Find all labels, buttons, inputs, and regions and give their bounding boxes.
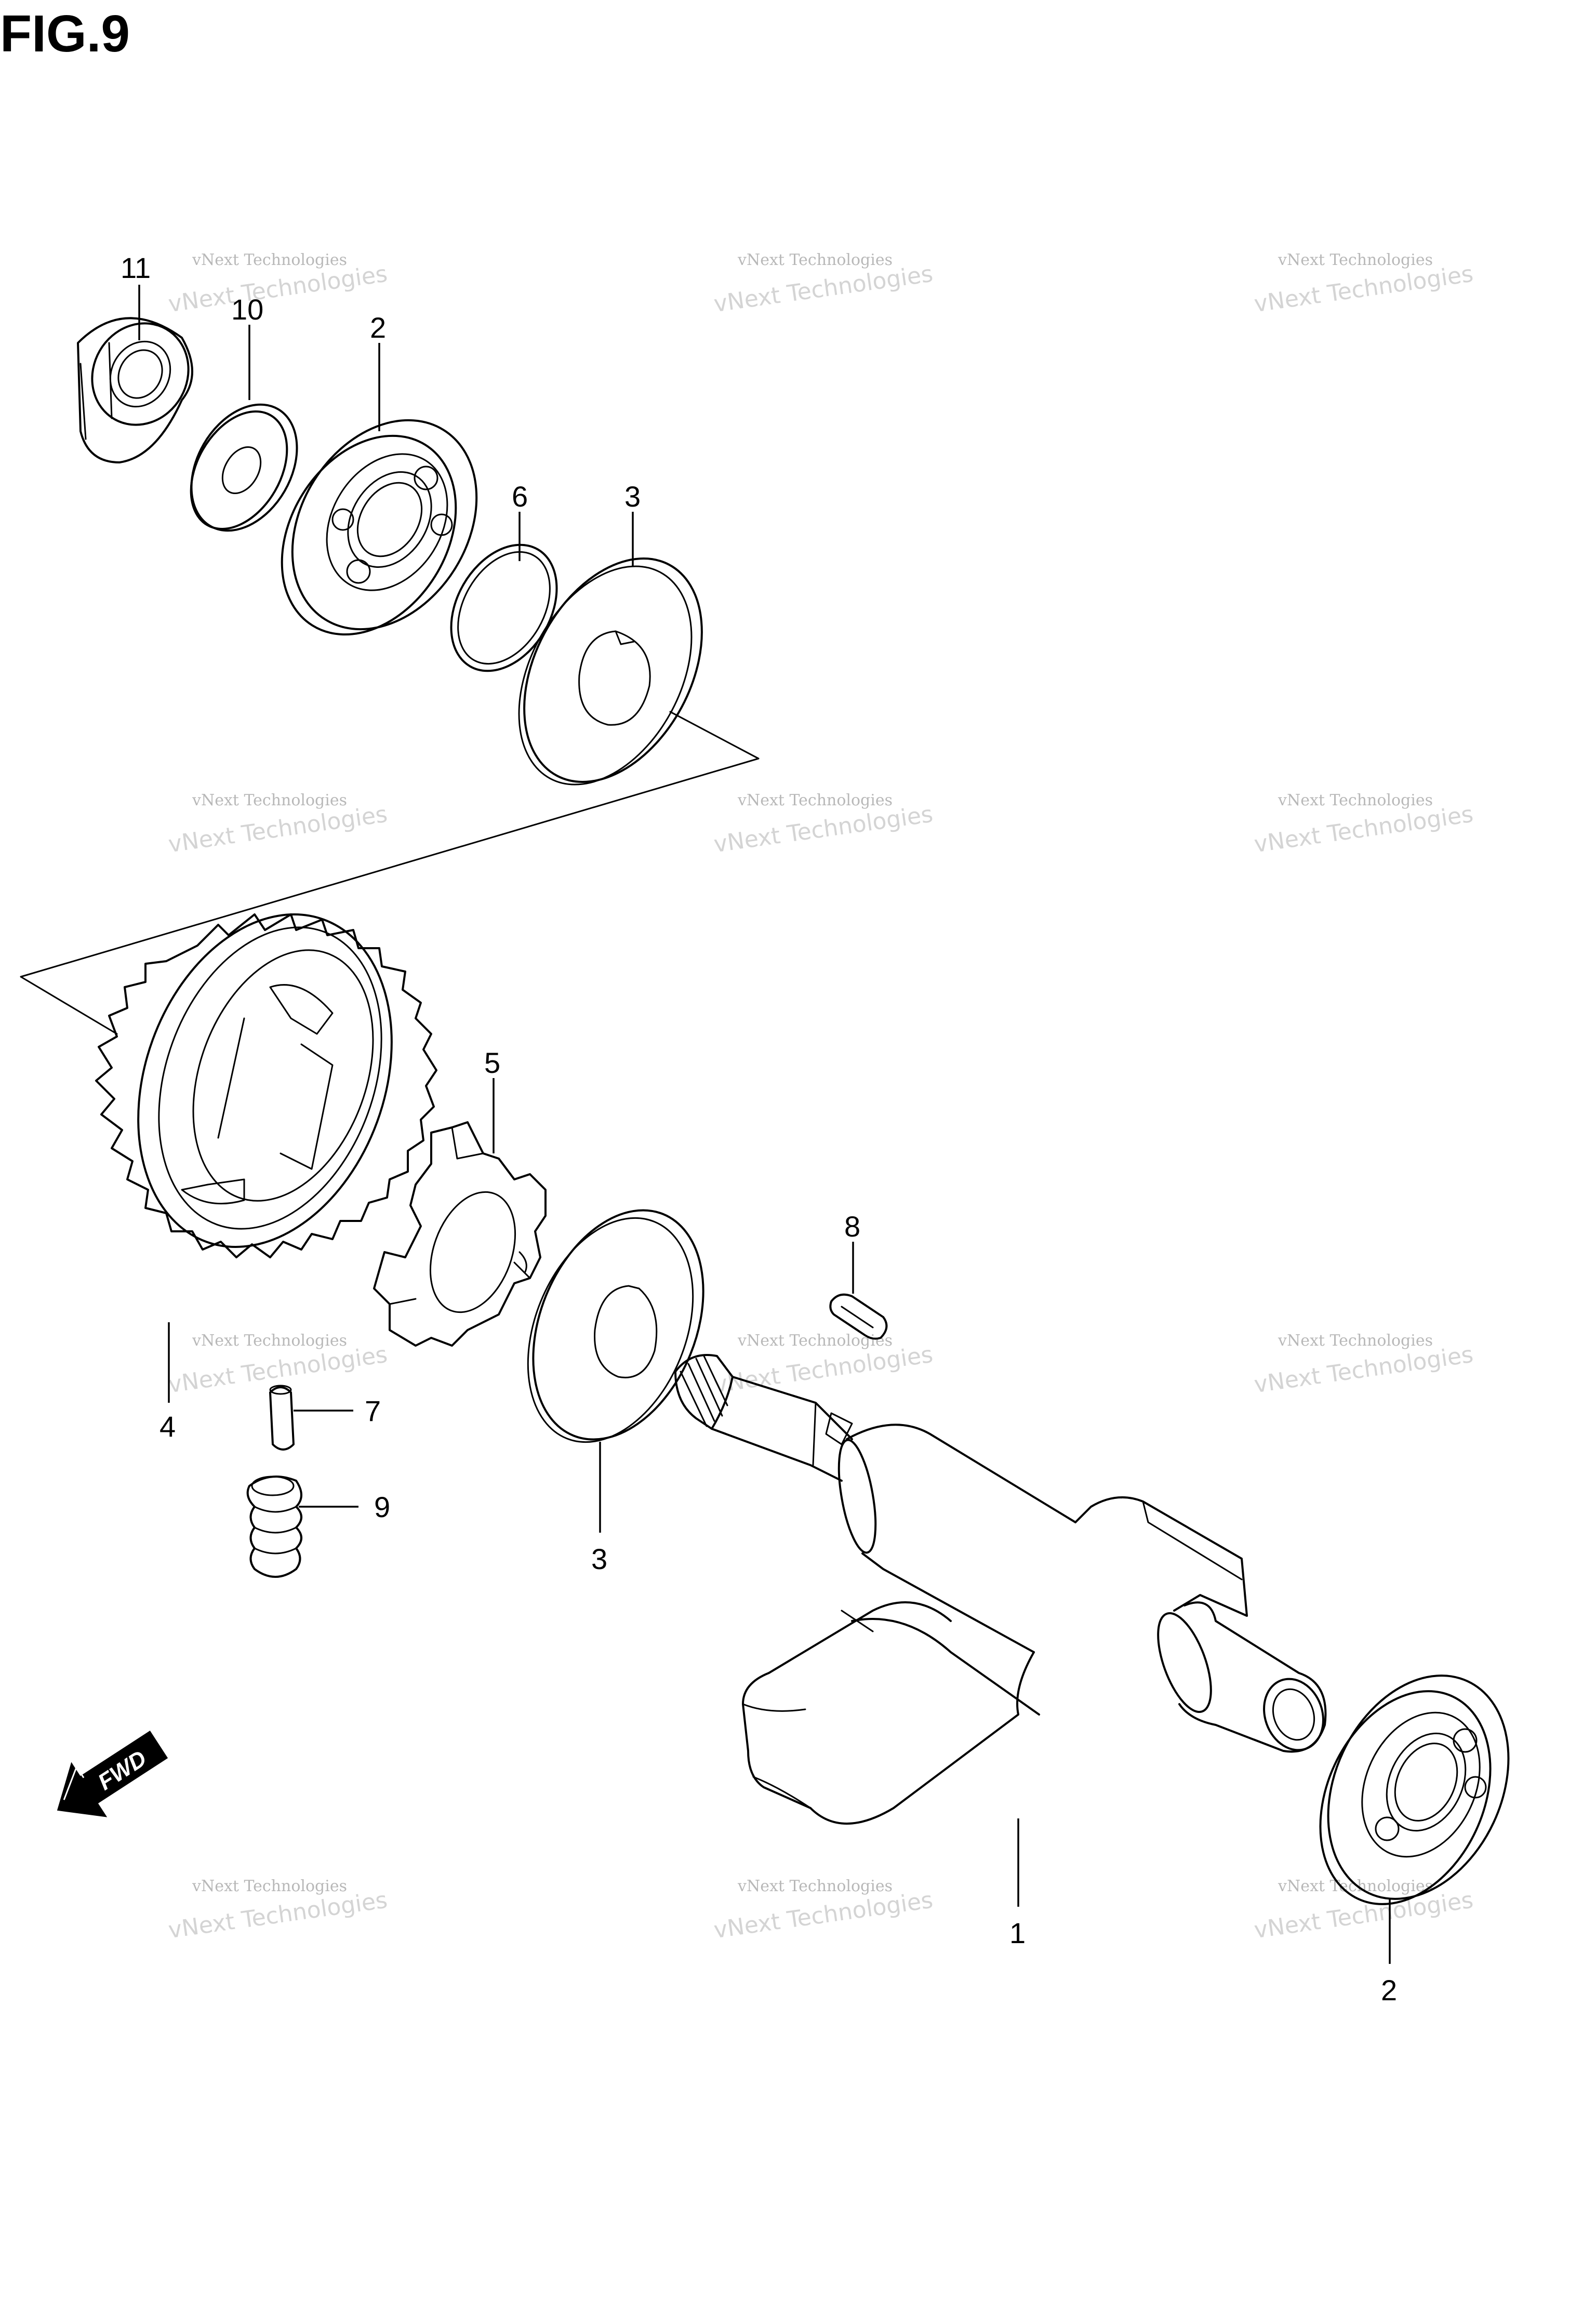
part-washer-upper xyxy=(518,557,703,786)
watermark: vNext Technologies vNext Technologies xyxy=(1253,1332,1475,1398)
callout-2-lower: 2 xyxy=(1381,1974,1397,2007)
svg-text:vNext Technologies: vNext Technologies xyxy=(737,1877,893,1895)
callout-9: 9 xyxy=(374,1491,390,1523)
watermark: vNext Technologies vNext Technologies xyxy=(712,791,935,858)
part-crank-shaft xyxy=(674,1354,1327,1825)
callout-10: 10 xyxy=(231,293,263,326)
watermark: vNext Technologies vNext Technologies xyxy=(712,1332,935,1398)
svg-text:vNext Technologies: vNext Technologies xyxy=(737,1332,893,1350)
callout-7: 7 xyxy=(365,1394,381,1427)
svg-text:vNext Technologies: vNext Technologies xyxy=(1278,251,1433,269)
part-key xyxy=(829,1293,888,1340)
watermark: vNext Technologies vNext Technologies xyxy=(167,1877,389,1944)
part-pin xyxy=(269,1385,295,1451)
assembly-lines xyxy=(20,711,760,1035)
callout-11: 11 xyxy=(121,251,151,284)
svg-text:vNext Technologies: vNext Technologies xyxy=(737,791,893,809)
watermark: vNext Technologies vNext Technologies xyxy=(167,791,389,858)
part-bearing-upper xyxy=(281,419,478,636)
part-washer xyxy=(190,403,298,532)
svg-text:vNext Technologies: vNext Technologies xyxy=(192,251,347,269)
figure-title: FIG.9 xyxy=(0,5,130,63)
callout-1: 1 xyxy=(1009,1917,1026,1949)
svg-text:vNext Technologies: vNext Technologies xyxy=(1278,791,1433,809)
svg-text:vNext Technologies: vNext Technologies xyxy=(192,791,347,809)
svg-text:vNext Technologies: vNext Technologies xyxy=(1278,1877,1433,1895)
part-nut xyxy=(77,317,193,463)
callout-6: 6 xyxy=(512,480,528,513)
callout-4: 4 xyxy=(159,1410,176,1443)
watermark: vNext Technologies vNext Technologies xyxy=(1253,791,1475,858)
svg-text:vNext Technologies: vNext Technologies xyxy=(192,1332,347,1350)
part-o-ring xyxy=(450,543,558,672)
leader-lines xyxy=(138,285,1391,1964)
callout-5: 5 xyxy=(484,1046,500,1079)
callout-labels: 11 10 2 6 3 5 8 4 7 9 3 1 2 xyxy=(121,251,1397,2007)
part-bearing-lower xyxy=(1319,1675,1510,1905)
watermark: vNext Technologies vNext Technologies xyxy=(1253,1877,1475,1944)
fwd-arrow-icon: FWD xyxy=(57,1731,168,1817)
part-drive-collar xyxy=(373,1121,547,1347)
callout-2-upper: 2 xyxy=(370,311,386,344)
watermark: vNext Technologies vNext Technologies xyxy=(1253,251,1475,317)
svg-text:vNext Technologies: vNext Technologies xyxy=(1278,1332,1433,1350)
part-gear xyxy=(95,913,437,1258)
callout-8: 8 xyxy=(844,1210,860,1243)
part-washer-lower xyxy=(527,1209,704,1443)
watermark: vNext Technologies vNext Technologies xyxy=(712,1877,935,1944)
svg-text:vNext Technologies: vNext Technologies xyxy=(192,1877,347,1895)
watermark: vNext Technologies vNext Technologies xyxy=(712,251,935,317)
part-spring xyxy=(246,1476,302,1578)
watermark: vNext Technologies vNext Technologies xyxy=(167,251,389,317)
callout-3-upper: 3 xyxy=(624,480,641,513)
callout-3-lower: 3 xyxy=(591,1543,607,1575)
svg-text:vNext Technologies: vNext Technologies xyxy=(737,251,893,269)
